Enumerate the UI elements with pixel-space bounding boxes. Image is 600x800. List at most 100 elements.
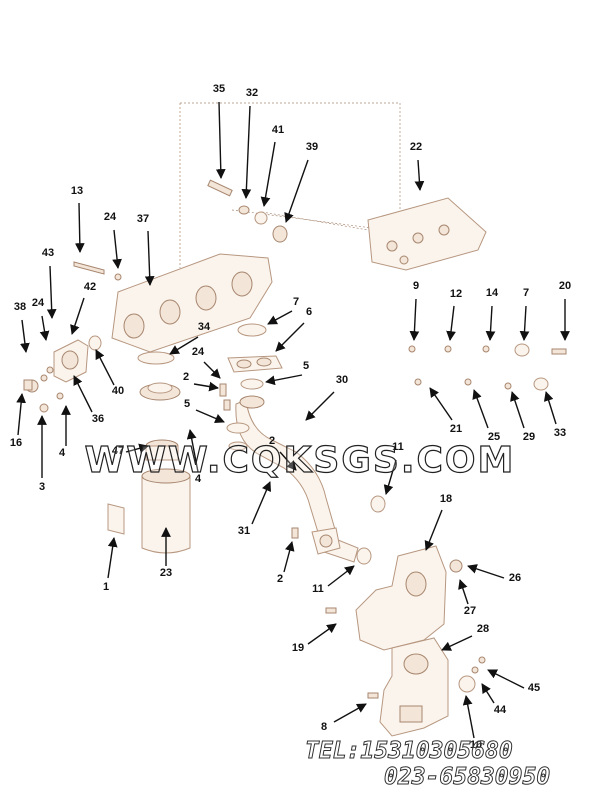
callout-arrow: [267, 310, 293, 325]
callout-c1: 1: [103, 537, 118, 593]
callout-arrow: [16, 393, 27, 436]
callout-c8: 8: [321, 703, 367, 733]
callout-label: 34: [198, 321, 211, 333]
callout-arrow: [39, 315, 50, 341]
callout-c29: 29: [510, 391, 535, 443]
callout-arrow: [446, 305, 456, 341]
callout-arrow: [260, 141, 276, 207]
callout-label: 10: [470, 739, 482, 751]
part-11-gaskets: [356, 495, 386, 565]
callout-arrow: [279, 451, 297, 471]
callout-arrow: [241, 105, 252, 199]
callout-arrow: [414, 159, 425, 191]
callout-arrow: [333, 703, 367, 723]
callout-c27: 27: [458, 579, 476, 617]
part-13-bolt: [73, 261, 105, 275]
callout-label: 28: [477, 623, 489, 635]
part-39-plug: [272, 225, 288, 243]
callout-arrow: [95, 349, 115, 386]
callout-arrow: [327, 565, 355, 587]
callout-c2b: 2: [269, 435, 297, 471]
callout-label: 6: [306, 306, 312, 318]
callout-c2c: 2: [277, 541, 295, 585]
callout-c20: 20: [559, 280, 571, 341]
callout-label: 5: [184, 398, 190, 410]
callout-arrow: [70, 297, 85, 335]
callout-arrow: [112, 229, 122, 269]
part-26-plug: [449, 559, 463, 573]
callout-label: 23: [160, 567, 172, 579]
callout-c30: 30: [305, 374, 348, 421]
callout-label: 25: [488, 431, 500, 443]
callout-c12: 12: [446, 288, 462, 341]
callout-arrow: [543, 391, 557, 425]
callout-arrow: [519, 305, 530, 341]
callout-c45: 45: [487, 669, 540, 694]
callout-label: 13: [71, 185, 83, 197]
callout-c31: 31: [238, 481, 272, 537]
callout-label: 7: [293, 296, 299, 308]
callout-label: 36: [92, 413, 104, 425]
callout-c36: 36: [73, 375, 104, 425]
part-42-housing: [53, 339, 89, 383]
callout-arrow: [429, 387, 453, 421]
callout-arrow: [275, 322, 305, 352]
callout-c24a: 24: [104, 211, 122, 269]
callout-c39: 39: [284, 141, 318, 223]
callout-arrow: [46, 265, 57, 319]
part-1-label: [107, 503, 125, 535]
callout-c11b: 11: [312, 565, 355, 595]
callout-label: 31: [238, 525, 250, 537]
callout-arrow: [125, 443, 149, 454]
callout-label: 41: [272, 124, 284, 136]
callout-label: 1: [103, 581, 109, 593]
callout-c5b: 5: [184, 398, 225, 424]
callout-label: 44: [494, 704, 507, 716]
callout-label: 18: [440, 493, 452, 505]
callout-label: 30: [336, 374, 348, 386]
part-37-manifold: [111, 253, 273, 353]
callout-label: 3: [39, 481, 45, 493]
part-41-ring: [254, 211, 268, 225]
callout-arrow: [487, 669, 525, 689]
callout-arrow: [251, 481, 272, 525]
callout-c34: 34: [169, 321, 211, 355]
callout-label: 22: [410, 141, 422, 153]
part-32-nut: [238, 205, 250, 215]
callout-label: 29: [523, 431, 535, 443]
callout-c38: 38: [14, 301, 30, 353]
callout-label: 24: [104, 211, 117, 223]
callout-c3: 3: [37, 415, 47, 493]
callout-arrow: [144, 230, 155, 286]
small-washers-left: [39, 366, 64, 413]
callout-arrow: [169, 336, 199, 355]
callout-c28: 28: [441, 623, 489, 651]
callout-label: 19: [292, 642, 304, 654]
callout-c33: 33: [543, 391, 566, 439]
callout-c5a: 5: [265, 360, 309, 386]
callout-c2a: 2: [183, 371, 219, 392]
part-40-gasket: [88, 335, 102, 351]
callout-c4a: 4: [59, 405, 71, 459]
callout-c14: 14: [485, 287, 499, 341]
guide-lines: [179, 102, 401, 268]
callout-arrow: [472, 389, 489, 429]
callout-c44: 44: [481, 683, 507, 716]
callout-label: 27: [464, 605, 476, 617]
callout-arrow: [186, 429, 199, 473]
callout-label: 33: [554, 427, 566, 439]
callout-label: 4: [195, 473, 202, 485]
callout-label: 21: [450, 423, 462, 435]
callout-c35: 35: [213, 83, 226, 179]
part-18-housing: [355, 545, 447, 651]
callout-label: 24: [192, 346, 205, 358]
callout-label: 42: [84, 281, 96, 293]
part-30-pipe: [235, 395, 359, 563]
callout-c7a: 7: [519, 287, 530, 341]
callout-arrow: [283, 541, 295, 573]
callout-label: 37: [137, 213, 149, 225]
part-31-flange: [311, 527, 341, 555]
callout-arrow: [20, 319, 30, 353]
callout-label: 14: [486, 287, 499, 299]
